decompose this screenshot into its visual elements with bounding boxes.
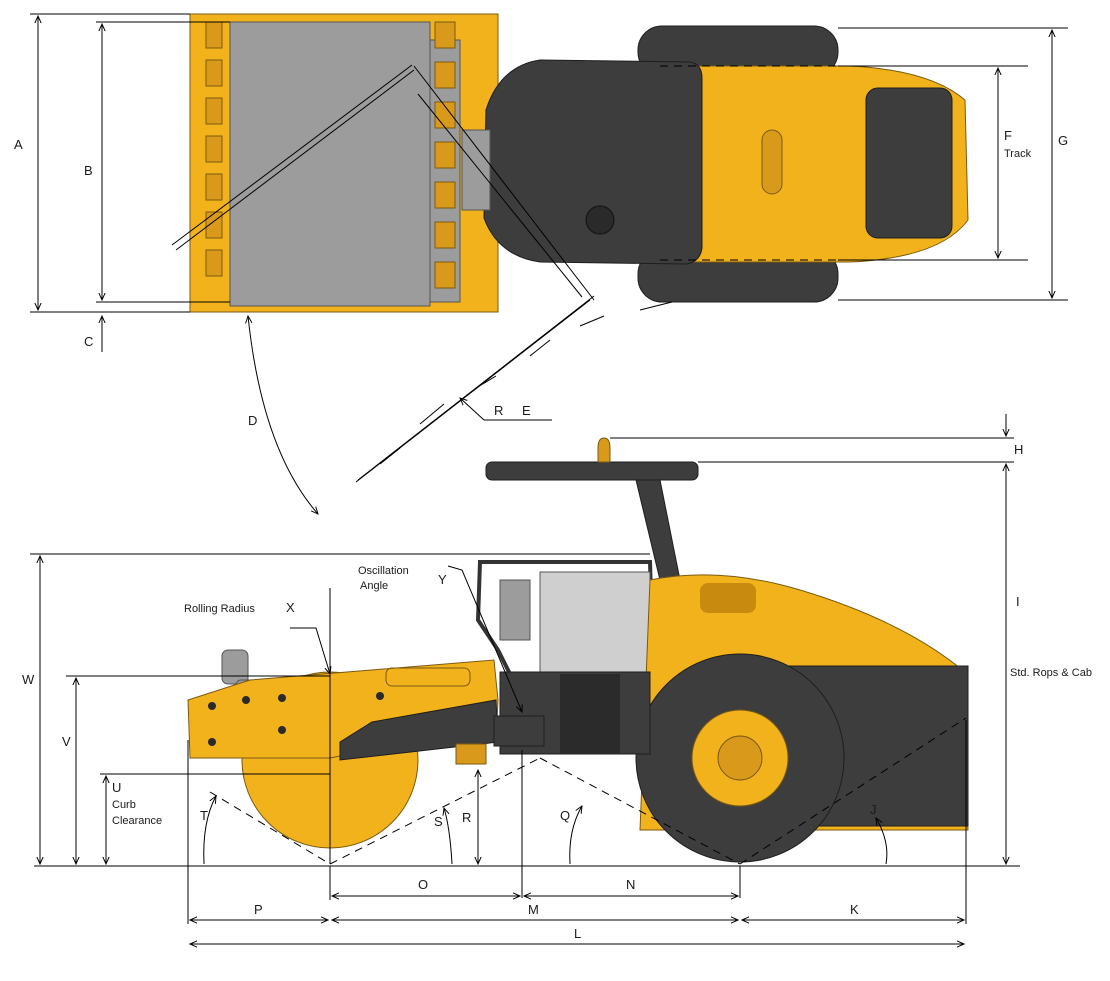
top-view: A B C D R E F Track G <box>14 13 1068 514</box>
label-F: F <box>1004 128 1012 143</box>
label-W: W <box>22 672 35 687</box>
engine-panel <box>700 583 756 613</box>
label-K: K <box>850 902 859 917</box>
label-rolling-radius: Rolling Radius <box>184 603 255 615</box>
dim-RE-leader <box>460 398 485 421</box>
label-O: O <box>418 877 428 892</box>
rops-beacon <box>597 437 611 463</box>
label-I: I <box>1016 594 1020 609</box>
label-X: X <box>286 600 295 615</box>
cab-operator <box>499 579 531 641</box>
dim-T <box>203 796 216 865</box>
label-H: H <box>1014 442 1023 457</box>
frame-slot <box>385 667 471 687</box>
top-drum-body <box>229 21 431 307</box>
dim-Q <box>569 806 582 865</box>
label-B: B <box>84 163 93 178</box>
rops-canopy <box>485 461 699 481</box>
dim-J <box>876 818 888 865</box>
label-M: M <box>528 902 539 917</box>
label-E: E <box>522 403 531 418</box>
frame-bolts <box>208 692 384 746</box>
rops-post <box>635 479 681 581</box>
label-C: C <box>84 334 93 349</box>
dim-D-arc <box>248 316 318 514</box>
top-beacon <box>585 205 615 235</box>
label-I-sub: Std. Rops & Cab <box>1010 667 1092 679</box>
top-hood-vent <box>761 129 783 195</box>
label-R-bottom: R <box>462 810 471 825</box>
label-J: J <box>870 802 877 817</box>
dim-S <box>444 808 453 865</box>
top-grille <box>865 87 953 239</box>
top-cab-roof <box>483 59 703 265</box>
articulation-joint <box>493 715 545 747</box>
label-R-top: R <box>494 403 503 418</box>
label-U: U <box>112 780 121 795</box>
label-V: V <box>62 734 71 749</box>
label-F-track: Track <box>1004 148 1032 160</box>
label-N: N <box>626 877 635 892</box>
chassis-step <box>560 674 620 754</box>
label-P: P <box>254 902 263 917</box>
frame-foot <box>455 743 487 765</box>
label-D: D <box>248 413 257 428</box>
dim-Y <box>447 565 522 712</box>
label-Y: Y <box>438 572 447 587</box>
label-S: S <box>434 814 443 829</box>
label-clearance: Clearance <box>112 815 162 827</box>
label-G: G <box>1058 133 1068 148</box>
rear-wheel-hub <box>717 735 763 781</box>
label-L: L <box>574 926 581 941</box>
label-Q: Q <box>560 808 570 823</box>
cab-seat-area <box>539 571 651 683</box>
label-A: A <box>14 137 23 152</box>
top-articulation <box>461 129 491 211</box>
label-curb: Curb <box>112 799 136 811</box>
label-oscillation: Oscillation <box>358 565 409 577</box>
side-view: H I Std. Rops & Cab W V U Curb Clearance… <box>22 414 1092 944</box>
label-angle: Angle <box>360 580 388 592</box>
label-T: T <box>200 808 208 823</box>
